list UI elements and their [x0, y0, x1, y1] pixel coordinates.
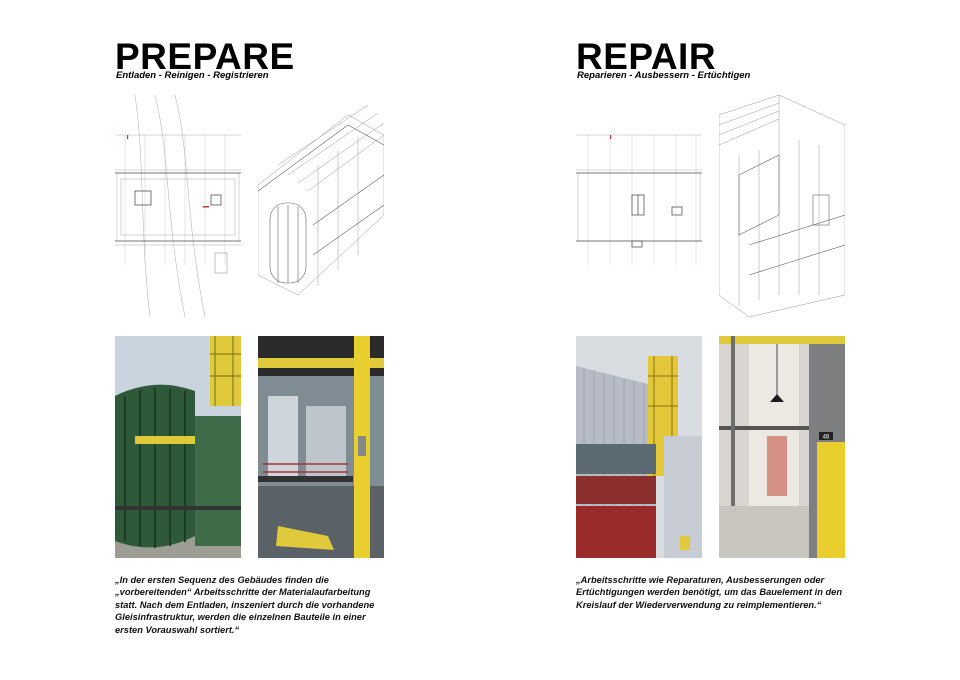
repair-floor-plan [576, 95, 702, 317]
repair-render-interior: 48 [719, 336, 845, 558]
prepare-render-hall [258, 336, 384, 558]
prepare-floor-plan [115, 95, 241, 317]
prepare-axonometric-drawing [258, 95, 384, 317]
repair-axonometric-drawing [719, 95, 845, 317]
prepare-subtitle: Entladen - Reinigen - Registrieren [116, 70, 269, 81]
repair-render-facade [576, 336, 702, 558]
repair-caption: „Arbeitsschritte wie Reparaturen, Ausbes… [576, 575, 843, 610]
repair-title: REPAIR [576, 36, 717, 77]
prepare-render-cylinder [115, 336, 241, 558]
prepare-caption: „In der ersten Sequenz des Gebäudes find… [115, 575, 375, 635]
door-number-sign: 48 [823, 435, 830, 441]
repair-subtitle: Reparieren - Ausbessern - Ertüchtigen [577, 70, 751, 81]
prepare-title: PREPARE [115, 36, 295, 77]
